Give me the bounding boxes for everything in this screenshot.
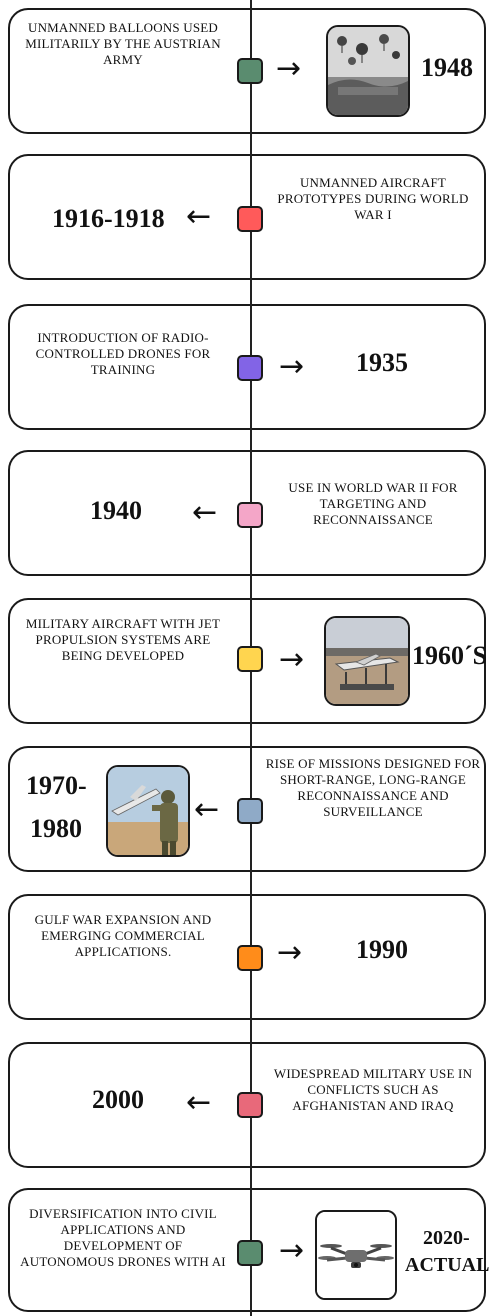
arrow-right-icon: →	[276, 51, 302, 86]
soldier-launching-drone-photo-icon	[106, 765, 190, 857]
arrow-left-icon: ←	[186, 199, 212, 234]
event-year: 1948	[421, 53, 473, 82]
event-description: WIDESPREAD MILITARY USE IN CONFLICTS SUC…	[273, 1066, 473, 1113]
event-year: 1990	[356, 935, 408, 964]
quadcopter-drone-icon	[315, 1210, 397, 1300]
timeline-marker	[237, 1092, 263, 1118]
timeline-marker	[237, 355, 263, 381]
event-description: UNMANNED AIRCRAFT PROTOTYPES DURING WORL…	[277, 175, 469, 222]
timeline-marker	[237, 798, 263, 824]
event-year: 1980	[30, 814, 82, 843]
event-year: 1916-1918	[52, 204, 165, 233]
arrow-left-icon: ←	[186, 1085, 212, 1120]
arrow-right-icon: →	[279, 349, 305, 384]
timeline-marker	[237, 206, 263, 232]
event-description: RISE OF MISSIONS DESIGNED FOR SHORT-RANG…	[265, 756, 481, 819]
event-year: 1940	[90, 496, 142, 525]
timeline-marker	[237, 1240, 263, 1266]
event-description: INTRODUCTION OF RADIO-CONTROLLED DRONES …	[35, 330, 211, 377]
event-description: UNMANNED BALLOONS USED MILITARILY BY THE…	[25, 20, 221, 67]
event-description: GULF WAR EXPANSION AND EMERGING COMMERCI…	[34, 912, 212, 959]
event-description: DIVERSIFICATION INTO CIVIL APPLICATIONS …	[20, 1206, 226, 1269]
timeline-card-2000	[8, 1042, 486, 1168]
timeline-marker	[237, 502, 263, 528]
balloons-engraving-icon	[326, 25, 410, 117]
event-year: ACTUAL	[405, 1254, 490, 1276]
jet-drone-photo-icon	[324, 616, 410, 706]
event-description: MILITARY AIRCRAFT WITH JET PROPULSION SY…	[25, 616, 221, 663]
event-year: 2000	[92, 1085, 144, 1114]
event-description: USE IN WORLD WAR II FOR TARGETING AND RE…	[288, 480, 458, 527]
arrow-right-icon: →	[279, 1233, 305, 1268]
arrow-left-icon: ←	[194, 792, 220, 827]
arrow-left-icon: ←	[192, 495, 218, 530]
event-year: 1970-	[26, 771, 87, 800]
event-year: 1935	[356, 348, 408, 377]
arrow-right-icon: →	[277, 935, 303, 970]
arrow-right-icon: →	[279, 642, 305, 677]
timeline-marker	[237, 945, 263, 971]
timeline-marker	[237, 646, 263, 672]
timeline-marker	[237, 58, 263, 84]
event-year: 1960´S	[412, 641, 488, 670]
event-year: 2020-	[423, 1227, 470, 1249]
